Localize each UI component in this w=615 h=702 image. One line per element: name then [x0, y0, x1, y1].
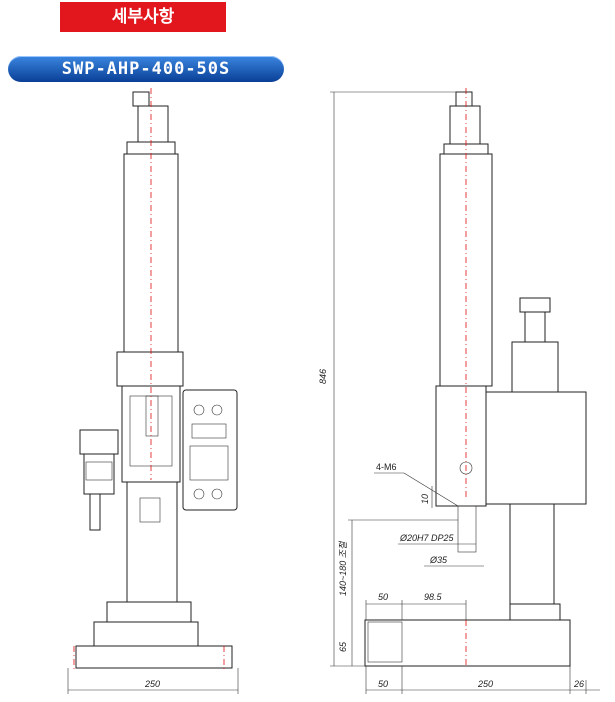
- tap-depth-label: 10: [420, 494, 430, 504]
- shaft-label: Ø35: [429, 555, 448, 565]
- side-offset-b-label: 98.5: [424, 592, 443, 602]
- bore-label: Ø20H7 DP25: [399, 533, 455, 543]
- section-title-banner: 세부사항: [60, 2, 226, 32]
- side-bottom-a-label: 50: [378, 679, 388, 689]
- side-stroke-label: 140~180 조절: [338, 541, 348, 596]
- front-width-label: 250: [144, 679, 160, 689]
- front-view: 250: [67, 88, 239, 694]
- side-base-height-label: 65: [338, 641, 348, 652]
- side-view: 846 140~180 조절 65 50 98.5 50 250 26 4-M6…: [318, 88, 600, 694]
- tap-label: 4-M6: [376, 462, 397, 472]
- side-height-label: 846: [318, 369, 328, 384]
- model-name-badge: SWP-AHP-400-50S: [8, 56, 284, 82]
- side-bottom-c-label: 26: [573, 679, 584, 689]
- side-offset-a-label: 50: [378, 592, 388, 602]
- side-bottom-b-label: 250: [477, 679, 493, 689]
